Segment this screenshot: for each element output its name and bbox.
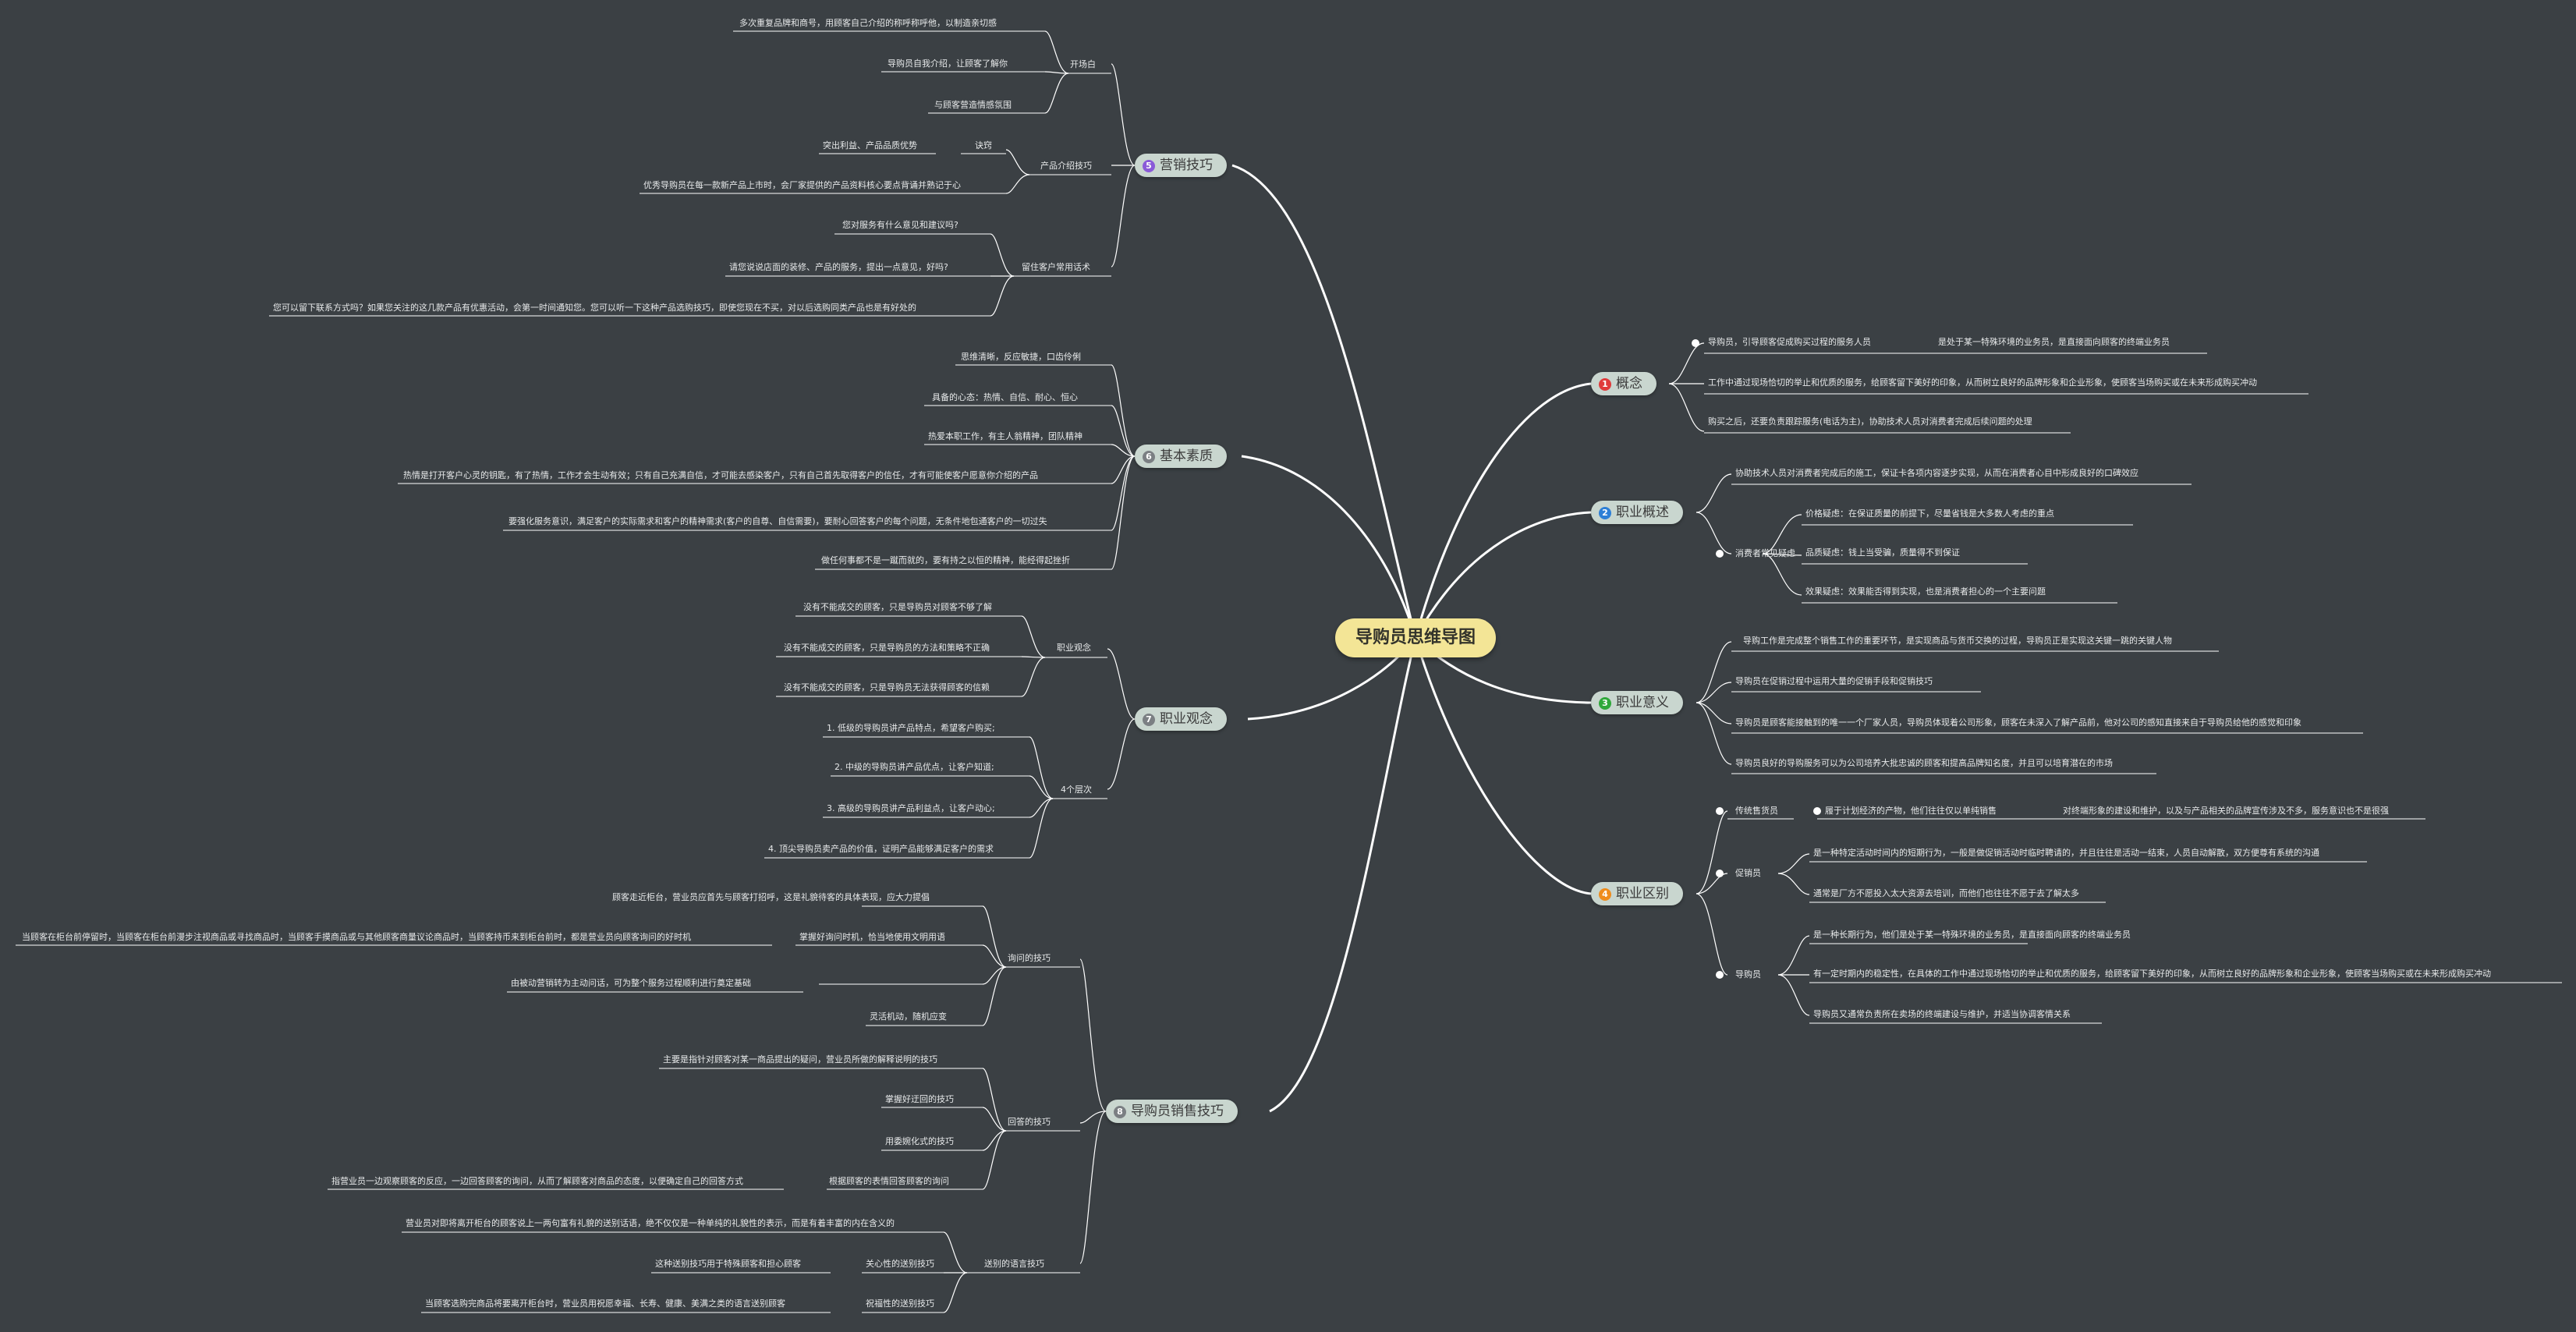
product-intro-sub[interactable]: 优秀导购员在每一款新产品上市时，会厂家提供的产品资料核心要点背诵并熟记于心 (643, 180, 961, 190)
diff-guide-sub-2[interactable]: 有一定时期内的稳定性，在具体的工作中通过现场恰切的举止和优质的服务，给顾客留下美… (1813, 969, 2491, 979)
retain-sub-1[interactable]: 您对服务有什么意见和建议吗? (842, 220, 958, 230)
answer-sub-2[interactable]: 掌握好迂回的技巧 (885, 1094, 954, 1104)
quality-item-2[interactable]: 具备的心态：热情、自信、耐心、恒心 (932, 392, 1078, 402)
career-concept[interactable]: 职业观念 (1057, 643, 1091, 653)
concept-item-1-sub[interactable]: 是处于某一特殊环境的业务员，是直接面向顾客的终端业务员 (1938, 337, 2170, 347)
concept-item-2[interactable]: 工作中通过现场恰切的举止和优质的服务，给顾客留下美好的印象，从而树立良好的品牌形… (1708, 377, 2257, 388)
farewell-sub-3[interactable]: 祝福性的送别技巧 (866, 1298, 934, 1309)
quality-item-5[interactable]: 要强化服务意识，满足客户的实际需求和客户的精神需求(客户的自尊、自信需要)，要耐… (508, 516, 1047, 526)
quality-item-1[interactable]: 思维清晰，反应敏捷，口齿伶俐 (961, 352, 1081, 362)
diff-guide[interactable]: 导购员 (1735, 969, 1761, 980)
ask-left[interactable]: 当顾客在柜台前停留时，当顾客在柜台前漫步注视商品或寻找商品时，当顾客手摸商品或与… (22, 932, 691, 942)
answer-left[interactable]: 指营业员一边观察顾客的反应，一边回答顾客的询问，从而了解顾客对商品的态度，以便确… (331, 1176, 743, 1186)
overview-doubt-quality[interactable]: 品质疑虑：钱上当受骗，质量得不到保证 (1805, 547, 1960, 558)
meaning-item-3[interactable]: 导购员是顾客能接触到的唯一一个厂家人员，导购员体现着公司形象，顾客在未深入了解产… (1735, 717, 2301, 728)
retain-sub-2[interactable]: 请您说说店面的装修、产品的服务，提出一点意见，好吗? (729, 262, 948, 272)
answer-sub-1[interactable]: 主要是指针对顾客对某一商品提出的疑问，营业员所做的解释说明的技巧 (663, 1054, 937, 1065)
quality-item-6[interactable]: 做任何事都不是一蹴而就的，要有持之以恒的精神，能经得起挫折 (821, 555, 1070, 565)
diff-guide-sub-3[interactable]: 导购员又通常负责所在卖场的终端建设与维护，并适当协调客情关系 (1813, 1009, 2071, 1019)
skill-farewell[interactable]: 送别的语言技巧 (984, 1259, 1044, 1269)
career-level-2[interactable]: 2. 中级的导购员讲产品优点，让客户知道; (834, 762, 994, 772)
marketing-product-intro[interactable]: 产品介绍技巧 (1040, 161, 1092, 171)
answer-sub-3[interactable]: 用委婉化式的技巧 (885, 1136, 954, 1146)
meaning-item-1[interactable]: 导购工作是完成整个销售工作的重要环节，是实现商品与货币交换的过程，导购员正是实现… (1743, 636, 2172, 646)
central-topic[interactable]: 导购员思维导图 (1335, 618, 1496, 657)
diff-promoter-sub-1[interactable]: 是一种特定活动时间内的短期行为，一般是做促销活动时临时聘请的，并且往往是活动一结… (1813, 848, 2319, 858)
priority-4-icon: 4 (1599, 888, 1611, 901)
skill-answer[interactable]: 回答的技巧 (1008, 1117, 1051, 1127)
farewell-sub-1[interactable]: 营业员对即将离开柜台的顾客说上一两句富有礼貌的送别话语，绝不仅仅是一种单纯的礼貌… (406, 1218, 895, 1228)
overview-doubt-price[interactable]: 价格疑虑：在保证质量的前提下，尽量省钱是大多数人考虑的重点 (1805, 508, 2054, 519)
opening-sub-3[interactable]: 与顾客营造情感氛围 (934, 100, 1012, 110)
career-level-1[interactable]: 1. 低级的导购员讲产品特点，希望客户购买; (827, 723, 995, 733)
career-concept-sub-2[interactable]: 没有不能成交的顾客，只是导购员的方法和策略不正确 (784, 643, 990, 653)
ask-sub-1[interactable]: 顾客走近柜台，营业员应首先与顾客打招呼，这是礼貌待客的具体表现，应大力提倡 (612, 892, 930, 902)
farewell-sub-2[interactable]: 关心性的送别技巧 (866, 1259, 934, 1269)
meaning-item-2[interactable]: 导购员在促销过程中运用大量的促销手段和促销技巧 (1735, 676, 1933, 686)
diff-traditional-sub2[interactable]: 对终端形象的建设和维护，以及与产品相关的品牌宣传涉及不多，服务意识也不是很强 (2063, 806, 2389, 816)
priority-2-icon: 2 (1599, 507, 1611, 519)
priority-1-icon: 1 (1599, 378, 1611, 391)
opening-sub-1[interactable]: 多次重复品牌和商号，用顾客自己介绍的称呼称呼他，以制造亲切感 (739, 18, 997, 28)
retain-sub-3[interactable]: 您可以留下联系方式吗？如果您关注的这几款产品有优惠活动，会第一时间通知您。您可以… (273, 303, 916, 313)
ask-sub-3[interactable]: 由被动营销转为主动问话，可为整个服务过程顺利进行奠定基础 (511, 978, 751, 988)
priority-8-icon: 8 (1114, 1106, 1126, 1118)
ask-sub-4[interactable]: 灵活机动，随机应变 (870, 1011, 947, 1022)
diff-promoter[interactable]: 促销员 (1735, 868, 1761, 878)
career-concept-sub-3[interactable]: 没有不能成交的顾客，只是导购员无法获得顾客的信赖 (784, 682, 990, 693)
overview-consumer-doubts[interactable]: 消费者常见疑虑 (1735, 548, 1795, 558)
diff-guide-sub-1[interactable]: 是一种长期行为，他们是处于某一特殊环境的业务员，是直接面向顾客的终端业务员 (1813, 930, 2131, 940)
farewell-left-2[interactable]: 当顾客选购完商品将要离开柜台时，营业员用祝愿幸福、长寿、健康、美满之类的语言送别… (425, 1298, 785, 1309)
diff-traditional[interactable]: 传统售货员 (1735, 806, 1778, 816)
diff-promoter-sub-2[interactable]: 通常是厂方不愿投入太大资源去培训，而他们也往往不愿于去了解太多 (1813, 888, 2079, 898)
career-levels[interactable]: 4个层次 (1061, 785, 1092, 795)
opening-sub-2[interactable]: 导购员自我介绍，让顾客了解你 (888, 58, 1008, 69)
career-level-4[interactable]: 4. 顶尖导购员卖产品的价值，证明产品能够满足客户的需求 (768, 844, 994, 854)
priority-6-icon: 6 (1143, 451, 1155, 463)
product-secret-sub[interactable]: 突出利益、产品品质优势 (823, 140, 917, 151)
career-concept-sub-1[interactable]: 没有不能成交的顾客，只是导购员对顾客不够了解 (803, 602, 992, 612)
quality-item-3[interactable]: 热爱本职工作，有主人翁精神，团队精神 (928, 431, 1082, 441)
skill-ask[interactable]: 询问的技巧 (1008, 953, 1051, 963)
answer-sub-4[interactable]: 根据顾客的表情回答顾客的询问 (829, 1176, 949, 1186)
overview-doubt-effect[interactable]: 效果疑虑：效果能否得到实现，也是消费者担心的一个主要问题 (1805, 586, 2046, 597)
priority-5-icon: 5 (1143, 160, 1155, 172)
farewell-left-1[interactable]: 这种送别技巧用于特殊顾客和担心顾客 (655, 1259, 801, 1269)
concept-item-3[interactable]: 购买之后，还要负责跟踪服务(电话为主)，协助技术人员对消费者完成后续问题的处理 (1708, 416, 2032, 427)
ask-sub-2[interactable]: 掌握好询问时机，恰当地使用文明用语 (799, 932, 945, 942)
product-secret[interactable]: 诀窍 (975, 140, 992, 151)
marketing-retain[interactable]: 留住客户常用话术 (1022, 262, 1090, 272)
priority-7-icon: 7 (1143, 714, 1155, 726)
diff-traditional-sub[interactable]: 履于计划经济的产物，他们往往仅以单纯销售 (1825, 806, 1997, 816)
priority-3-icon: 3 (1599, 697, 1611, 710)
career-level-3[interactable]: 3. 高级的导购员讲产品利益点，让客户动心; (827, 803, 995, 813)
meaning-item-4[interactable]: 导购员良好的导购服务可以为公司培养大批忠诚的顾客和提高品牌知名度，并且可以培育潜… (1735, 758, 2113, 768)
concept-item-1[interactable]: 导购员，引导顾客促成购买过程的服务人员 (1708, 337, 1871, 347)
quality-item-4[interactable]: 热情是打开客户心灵的钥匙，有了热情，工作才会生动有效；只有自己充满自信，才可能去… (403, 470, 1038, 480)
marketing-opening[interactable]: 开场白 (1070, 59, 1096, 69)
overview-item-1[interactable]: 协助技术人员对消费者完成后的施工，保证卡各项内容逐步实现，从而在消费者心目中形成… (1735, 468, 2138, 478)
